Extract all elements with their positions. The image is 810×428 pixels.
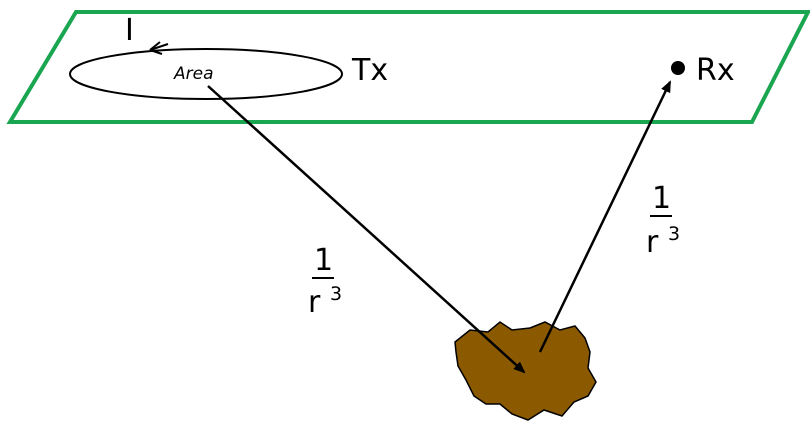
rx-fraction-exponent: 3 bbox=[668, 223, 680, 245]
transmitter-loop bbox=[69, 48, 343, 100]
tx-path-fraction: 1 r 3 bbox=[308, 243, 342, 320]
tx-fraction-numerator: 1 bbox=[314, 243, 333, 278]
tx-fraction-base: r bbox=[308, 285, 321, 320]
tx-to-target-arrow bbox=[207, 85, 526, 374]
receiver-label: Rx bbox=[696, 53, 735, 88]
target-to-rx-arrow bbox=[538, 80, 672, 353]
survey-plane bbox=[6, 10, 810, 124]
current-label: I bbox=[125, 13, 134, 48]
receiver-point bbox=[671, 61, 685, 75]
rx-fraction-numerator: 1 bbox=[652, 181, 671, 216]
current-arrowhead-icon bbox=[149, 41, 163, 55]
transmitter-label: Tx bbox=[351, 53, 388, 88]
loop-area-label: Area bbox=[173, 64, 214, 84]
tx-fraction-exponent: 3 bbox=[330, 283, 342, 305]
buried-target bbox=[454, 321, 597, 421]
rx-fraction-base: r bbox=[646, 225, 659, 260]
current-arrow bbox=[149, 43, 169, 51]
rx-path-fraction: 1 r 3 bbox=[646, 181, 680, 260]
